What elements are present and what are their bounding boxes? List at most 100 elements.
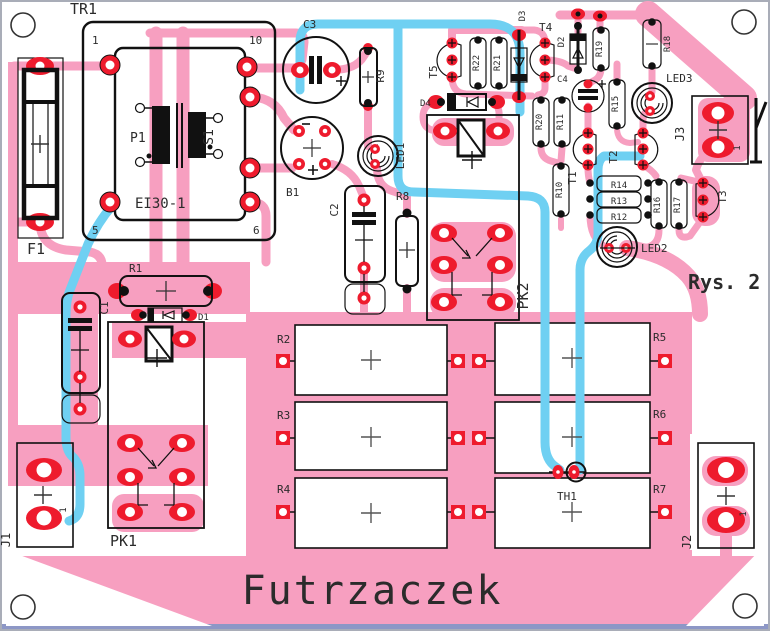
transformer-tr1: TR1 1 10 5 6 xyxy=(70,0,277,242)
connector-j3-label: J3 xyxy=(673,127,687,141)
relay-pk2: PK2 xyxy=(426,114,532,321)
transformer-tr1-label: TR1 xyxy=(70,0,97,18)
resistor-r8-label: R8 xyxy=(396,190,409,203)
mounting-holes xyxy=(10,9,758,620)
resistor-r19-label: R19 xyxy=(595,41,605,57)
connector-j2: 1 J2 xyxy=(680,442,755,549)
resistor-r8: R8 xyxy=(395,190,419,294)
tr1-pin5-number: 5 xyxy=(92,224,99,237)
resistor-r16-label: R16 xyxy=(653,197,663,213)
tr1-pin1-number: 1 xyxy=(92,34,99,47)
led1-label: LED1 xyxy=(394,143,407,170)
transistor-t1: T1 xyxy=(566,127,597,185)
resistor-r13: R13 xyxy=(586,191,652,208)
thermistor-th1: TH1 xyxy=(549,461,587,503)
resistor-r11-label: R11 xyxy=(556,114,566,130)
bridge-rectifier-b1-label: B1 xyxy=(286,186,299,199)
solder-side-cutouts xyxy=(6,360,764,626)
tr1-pin6-number: 6 xyxy=(253,224,260,237)
led1: LED1 xyxy=(357,135,407,177)
pk1-contact-symbol xyxy=(137,447,175,506)
resistor-r18: R18 xyxy=(642,18,673,70)
transistor-t1-label: T1 xyxy=(566,171,579,184)
transistor-t2: T2 xyxy=(607,127,659,171)
j1-pin1-number: 1 xyxy=(59,507,69,512)
resistor-r17-label: R17 xyxy=(673,197,683,213)
resistor-r4-label: R4 xyxy=(277,483,291,496)
capacitor-c4: C4 xyxy=(557,75,606,113)
resistor-r12: R12 xyxy=(586,207,652,224)
frame-bottom-edge xyxy=(2,624,768,629)
resistor-r22-label: R22 xyxy=(472,55,482,71)
resistor-r16: R16 xyxy=(650,178,668,230)
diode-d1-label: D1 xyxy=(198,313,209,323)
diode-d1: D1 xyxy=(131,307,209,323)
resistor-r7-label: R7 xyxy=(653,483,666,496)
relay-pk1-label: PK1 xyxy=(110,532,137,550)
resistor-r1: R1 xyxy=(108,262,222,307)
resistor-r22: R22 xyxy=(469,36,487,90)
resistor-r15: R15 xyxy=(608,78,626,130)
diode-d3: D3 xyxy=(510,11,528,103)
diode-d3-label: D3 xyxy=(518,11,528,22)
resistor-r9: R9 xyxy=(359,43,387,111)
capacitor-c4-label: C4 xyxy=(557,75,568,85)
relay-pk2-label: PK2 xyxy=(514,282,532,309)
tr1-core-label: EI30-1 xyxy=(135,196,186,212)
diode-d2-label: D2 xyxy=(557,37,567,48)
resistor-r12-label: R12 xyxy=(611,213,627,223)
resistor-r6-label: R6 xyxy=(653,408,666,421)
tr1-secondary-label: S1 xyxy=(202,129,217,145)
connector-j3: J3 1 xyxy=(673,95,768,165)
thermistor-th1-label: TH1 xyxy=(557,490,577,503)
bridge-rectifier-b1: B1 xyxy=(280,116,344,199)
transistor-t4: T4 xyxy=(529,21,555,83)
resistor-r10: R10 xyxy=(552,162,570,218)
relay-pk1: PK1 xyxy=(107,321,205,550)
figure-number-label: Rys. 2 xyxy=(688,270,760,294)
resistor-r21: R21 xyxy=(490,36,508,90)
resistor-r10-label: R10 xyxy=(555,182,565,198)
connector-j1: 1 J1 xyxy=(0,442,74,548)
resistor-r2-label: R2 xyxy=(277,333,290,346)
capacitor-c1-label: C1 xyxy=(98,301,111,314)
connector-j2-label: J2 xyxy=(680,535,694,549)
led3-label: LED3 xyxy=(666,72,693,85)
switch-symbol xyxy=(750,98,768,164)
resistor-r17: R17 xyxy=(670,178,688,230)
capacitor-c2: C2 xyxy=(328,185,386,315)
resistor-r14: R14 xyxy=(586,175,652,192)
power-resistor-labels: R2 R3 R4 R5 R6 R7 xyxy=(277,331,666,496)
connector-j1-label: J1 xyxy=(0,533,13,547)
tr1-pads xyxy=(99,54,261,213)
resistor-r11: R11 xyxy=(553,96,571,148)
resistor-r21-label: R21 xyxy=(493,55,503,71)
resistor-r20: R20 xyxy=(532,96,550,148)
transistor-t2-label: T2 xyxy=(607,150,620,163)
jumper-wire-traces xyxy=(61,19,645,526)
resistor-r15-label: R15 xyxy=(611,96,621,112)
tr1-primary-label: P1 xyxy=(130,131,146,146)
capacitor-c2-label: C2 xyxy=(328,203,341,216)
board-title: Futrzaczek xyxy=(242,568,503,614)
resistor-r1-label: R1 xyxy=(129,262,142,275)
j2-pin1-number: 1 xyxy=(739,511,749,516)
led3: LED3 xyxy=(631,72,693,124)
pk2-contact-symbol xyxy=(451,237,493,296)
resistor-r5-label: R5 xyxy=(653,331,666,344)
tr1-winding-symbol xyxy=(134,102,224,168)
resistor-r20-label: R20 xyxy=(535,114,545,130)
led2: LED2 xyxy=(596,226,668,268)
transistor-t3-label: T3 xyxy=(716,190,729,203)
tr1-pin10-number: 10 xyxy=(249,34,262,47)
transistor-t4-label: T4 xyxy=(539,21,553,34)
diode-d4: D4 xyxy=(420,93,505,111)
capacitor-c3-label: C3 xyxy=(303,18,316,31)
transistor-t5-label: T5 xyxy=(427,65,440,78)
fuse-f1: F1 xyxy=(17,57,64,258)
j3-pin1-number: 1 xyxy=(733,145,743,150)
resistor-r14-label: R14 xyxy=(611,181,627,191)
resistor-r18-label: R18 xyxy=(663,36,673,52)
resistor-r9-label: R9 xyxy=(374,69,387,82)
